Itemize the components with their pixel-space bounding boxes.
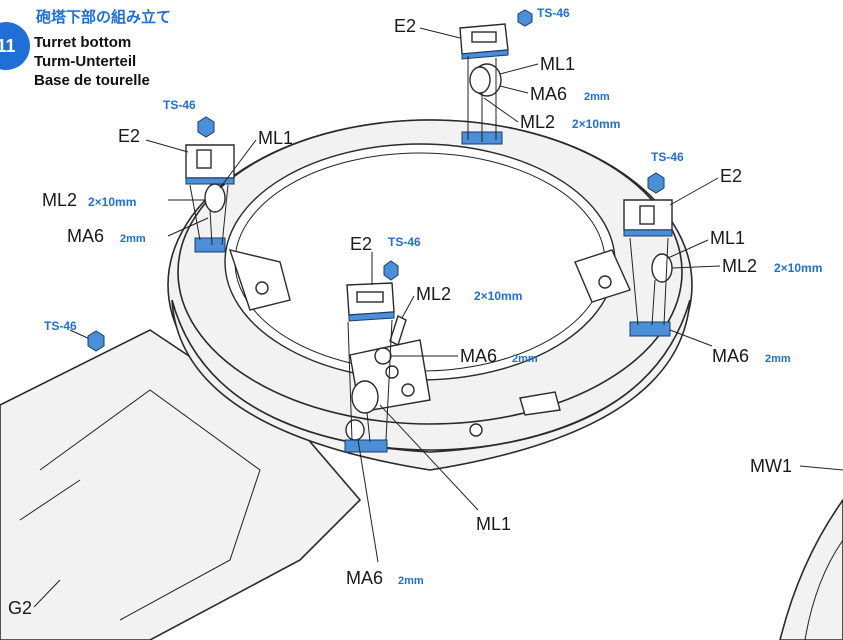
- label-mw1: MW1: [750, 456, 792, 476]
- g2-groove: [19, 479, 81, 521]
- title-german: Turm-Unterteil: [34, 53, 136, 70]
- left-tab: [228, 249, 291, 311]
- ring-bolt: [469, 423, 483, 437]
- label-ma6-center: MA6: [460, 346, 497, 366]
- step-badge-icon: [0, 22, 30, 70]
- label-e2-left: E2: [118, 126, 140, 146]
- label-ma6-top: MA6: [530, 84, 567, 104]
- right-tab-hole: [598, 275, 612, 289]
- label-g2: G2: [8, 598, 32, 618]
- leader-lines: [33, 27, 843, 608]
- size-ma6-left: 2mm: [120, 233, 146, 245]
- mw1-wheel-edge: [779, 498, 843, 640]
- floor-hole-2: [401, 383, 415, 397]
- e2-pad-top: [459, 23, 509, 60]
- assembly-guides: [189, 56, 669, 443]
- g2-extension: [0, 329, 362, 640]
- label-ml2-left: ML2: [42, 190, 77, 210]
- turret-drawing: [0, 119, 843, 640]
- paint-hexagon-icon: [647, 172, 665, 194]
- paint-hexagon-icon: [197, 116, 215, 138]
- label-ma6-left: MA6: [67, 226, 104, 246]
- ml1-wheel-right: [651, 253, 673, 283]
- label-ml1-left: ML1: [258, 128, 293, 148]
- size-ml2-top: 2×10mm: [572, 117, 620, 131]
- ml1-wheels: [204, 63, 673, 441]
- ml2-screw-center: [389, 315, 407, 346]
- title-english: Turret bottom: [34, 34, 131, 51]
- e2-pad-right: [623, 199, 673, 237]
- mount-block-left: [194, 237, 226, 253]
- label-e2-top: E2: [394, 16, 416, 36]
- e2-pad-center: [346, 282, 395, 322]
- ml1-wheel-center: [351, 380, 379, 414]
- mount-block-right: [629, 321, 671, 337]
- label-ml1-top: ML1: [540, 54, 575, 74]
- title-japanese: 砲塔下部の組み立て: [35, 8, 171, 26]
- paint-hexagon-icon: [87, 330, 105, 352]
- e2-pads: [185, 23, 673, 322]
- mount-block-bottom: [344, 439, 388, 453]
- label-ml2-top: ML2: [520, 112, 555, 132]
- step-number: 11: [0, 36, 16, 56]
- label-ml2-center: ML2: [416, 284, 451, 304]
- paint-marks: TS-46 TS-46 TS-46 TS-46 TS-46: [44, 6, 684, 352]
- floor-hole-1: [385, 365, 399, 379]
- e2-pad-left: [185, 144, 235, 185]
- part-labels: E2 ML1 MA6 2mm ML2 2×10mm E2 ML1 ML2 2×1…: [8, 16, 822, 618]
- paint-label-sponson: TS-46: [44, 319, 77, 333]
- title-french: Base de tourelle: [34, 72, 150, 89]
- g2-inner-edge: [39, 389, 261, 621]
- paint-label-left: TS-46: [163, 98, 196, 112]
- size-ma6-top: 2mm: [584, 91, 610, 103]
- lower-tab: [519, 391, 561, 416]
- size-ma6-bottom: 2mm: [398, 575, 424, 587]
- left-tab-hole: [255, 281, 269, 295]
- size-ma6-center: 2mm: [512, 353, 538, 365]
- size-ml2-center: 2×10mm: [474, 289, 522, 303]
- paint-hexagon-icon: [517, 9, 533, 27]
- label-e2-center: E2: [350, 234, 372, 254]
- paint-label-right: TS-46: [651, 150, 684, 164]
- label-ma6-bottom: MA6: [346, 568, 383, 588]
- mw1-wheel-rim: [804, 539, 843, 640]
- label-ma6-right: MA6: [712, 346, 749, 366]
- ma6-washer-center: [374, 347, 392, 365]
- label-ml1-right: ML1: [710, 228, 745, 248]
- label-ml2-right: ML2: [722, 256, 757, 276]
- ml1-wheel-top-face: [469, 66, 491, 94]
- ml1-wheel-left: [204, 183, 226, 213]
- turret-ring-skirt: [171, 299, 691, 471]
- size-ml2-right: 2×10mm: [774, 261, 822, 275]
- size-ma6-right: 2mm: [765, 353, 791, 365]
- paint-label-center: TS-46: [388, 235, 421, 249]
- ma6-washer-bottom: [345, 419, 365, 441]
- step-header: 11 砲塔下部の組み立て Turret bottom Turm-Untertei…: [0, 8, 171, 89]
- label-ml1-center: ML1: [476, 514, 511, 534]
- size-ml2-left: 2×10mm: [88, 195, 136, 209]
- paint-hexagon-icon: [383, 260, 399, 281]
- paint-label-top: TS-46: [537, 6, 570, 20]
- label-e2-right: E2: [720, 166, 742, 186]
